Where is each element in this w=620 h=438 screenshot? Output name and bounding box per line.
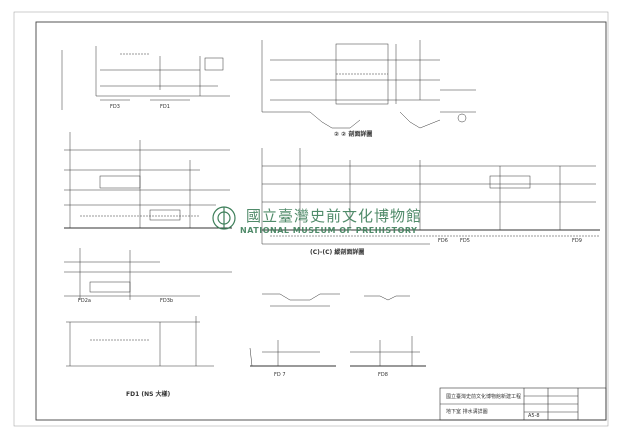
title-block-drawing: 地下室 排水溝詳圖 <box>446 409 488 415</box>
label-fd8: FD8 <box>378 372 388 378</box>
label-fd7: FD 7 <box>274 372 286 378</box>
label-section-c: (C)-(C) 縱剖面詳圖 <box>310 249 365 256</box>
label-fd3-top: FD3 <box>110 104 120 110</box>
label-section-2: ② ② 剖面詳圖 <box>334 131 373 138</box>
watermark-chinese: 國立臺灣史前文化博物館 <box>246 207 423 225</box>
label-fd1-top: FD1 <box>160 104 170 110</box>
museum-logo-icon <box>212 206 236 230</box>
label-fd9: FD9 <box>572 238 582 244</box>
label-fd2a: FD2a <box>78 298 91 304</box>
watermark-english: NATIONAL MUSEUM OF PREHISTORY <box>240 226 418 235</box>
label-fd6: FD6 <box>438 238 448 244</box>
title-block-project: 國立臺灣史前文化博物館新建工程 <box>446 394 522 400</box>
label-fd5: FD5 <box>460 238 470 244</box>
label-fd1-bottom: FD1 (NS 大樣) <box>126 391 171 398</box>
label-fd3b: FD3b <box>160 298 174 304</box>
title-block-sheet-no: A5-8 <box>528 413 540 419</box>
